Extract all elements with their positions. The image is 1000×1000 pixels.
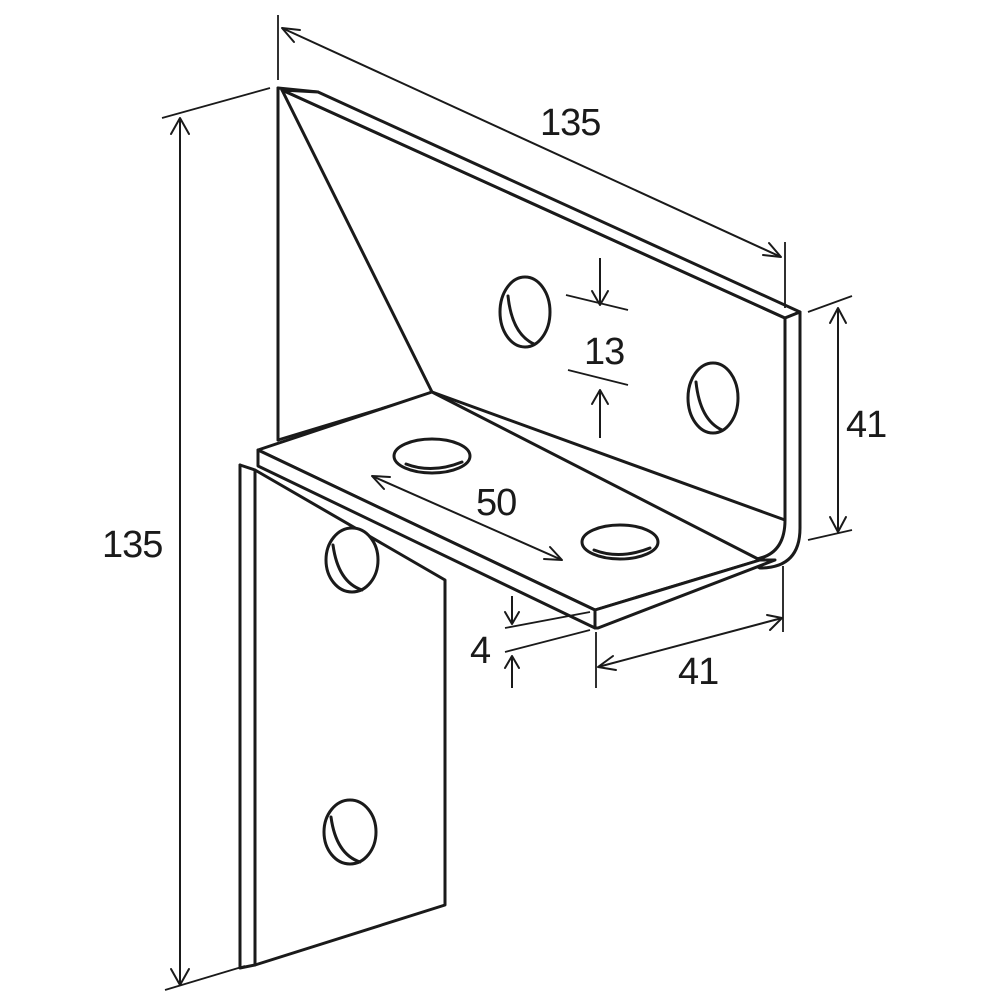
vertical-leg: [238, 463, 447, 970]
dimension-label-flange-height: 41: [846, 404, 886, 446]
vertical-flange: [280, 88, 802, 570]
leg-hole-upper: [324, 526, 380, 594]
dimension-label-flange-width: 41: [678, 651, 718, 693]
leg-hole-lower: [322, 798, 378, 866]
dimension-flange-height: 41: [807, 295, 887, 541]
dimension-label-thickness: 4: [470, 630, 491, 672]
flange-hole-right: [686, 361, 740, 435]
dimension-label-hole-diameter: 13: [584, 331, 624, 373]
dimension-label-top-length: 135: [540, 102, 600, 144]
dimension-thickness: 4: [470, 596, 591, 688]
dimension-top-length: 135: [277, 15, 786, 308]
dimension-label-overall-height: 135: [102, 524, 162, 566]
dimension-hole-diameter: 13: [565, 258, 629, 438]
dimension-flange-width: 41: [595, 566, 784, 693]
dimension-hole-spacing: 50: [371, 475, 563, 561]
base-plate: [256, 390, 777, 630]
flange-hole-left: [498, 275, 552, 349]
dimension-label-hole-spacing: 50: [476, 482, 516, 524]
dimension-overall-height: 135: [102, 87, 271, 991]
